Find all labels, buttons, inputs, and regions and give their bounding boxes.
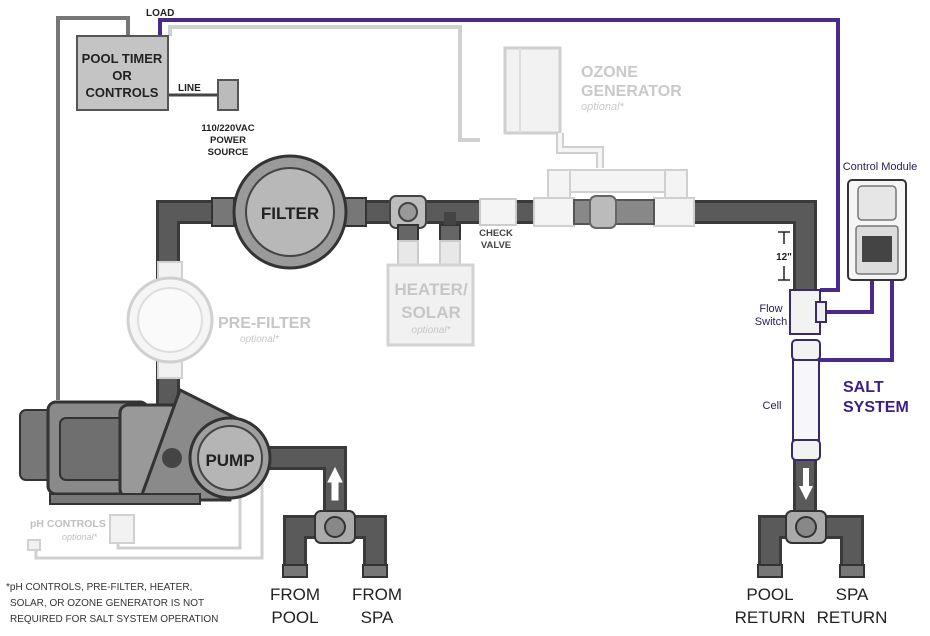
ozone-injector — [533, 195, 695, 229]
power-line-1: 110/220VAC — [201, 123, 254, 134]
from-spa-1: FROM — [352, 585, 402, 604]
distance-marker — [778, 231, 790, 281]
ozone-manifold — [547, 169, 688, 216]
line-label: LINE — [178, 83, 201, 94]
cell-label: Cell — [763, 400, 782, 412]
power-line-2: POWER — [210, 135, 246, 146]
timer-line-3: CONTROLS — [86, 85, 159, 100]
pump — [19, 387, 272, 505]
pump-label: PUMP — [205, 451, 254, 470]
pre-filter — [126, 261, 214, 379]
spa-return-1: SPA — [836, 585, 869, 604]
flow-down-arrow — [799, 468, 813, 500]
ozone-title-2: GENERATOR — [581, 83, 682, 100]
filter-label: FILTER — [261, 204, 319, 223]
ph-controls — [27, 514, 135, 551]
power-line-3: SOURCE — [208, 147, 249, 158]
return-valve — [757, 468, 865, 578]
salt-system-line-1: SALT — [843, 379, 884, 396]
cell-wire — [818, 280, 894, 362]
pool-return-1: POOL — [746, 585, 793, 604]
pump-power-wire — [56, 16, 130, 400]
control-module-label: Control Module — [843, 161, 918, 173]
footnote-line-1: *pH CONTROLS, PRE-FILTER, HEATER, — [6, 582, 192, 593]
footnote-line-3: REQUIRED FOR SALT SYSTEM OPERATION — [10, 614, 218, 625]
filter — [211, 154, 367, 270]
timer-line-2: OR — [112, 68, 132, 83]
wiring — [34, 16, 894, 560]
from-pool-1: FROM — [270, 585, 320, 604]
prefilter-note: optional* — [240, 334, 280, 345]
check-valve-line-1: CHECK — [479, 228, 513, 239]
timer-line-1: POOL TIMER — [82, 51, 163, 66]
power-source-box — [217, 79, 239, 111]
salt-power-wire — [158, 18, 840, 292]
flow-switch-label-1: Flow — [759, 303, 782, 315]
spa-return-2: RETURN — [817, 608, 888, 627]
flow-switch-wire — [822, 280, 874, 314]
ph-wire — [34, 470, 264, 560]
ozone-title-1: OZONE — [581, 64, 638, 81]
ozone-generator — [503, 46, 604, 168]
flow-up-arrow — [327, 466, 343, 501]
ph-title: pH CONTROLS — [30, 518, 106, 530]
heater-valve — [389, 195, 461, 242]
heater-title-2: SOLAR — [401, 303, 461, 322]
load-label: LOAD — [146, 8, 174, 19]
distance-label: 12" — [776, 252, 792, 263]
pool-timer: POOL TIMER OR CONTROLS — [76, 35, 169, 111]
cell — [791, 339, 821, 461]
flow-switch-label-2: Switch — [755, 316, 787, 328]
pool-return-2: RETURN — [735, 608, 806, 627]
prefilter-title: PRE-FILTER — [218, 315, 311, 332]
heater-title-1: HEATER/ — [394, 280, 468, 299]
salt-system-line-2: SYSTEM — [843, 399, 909, 416]
suction-valve — [282, 466, 388, 578]
flow-switch — [789, 289, 827, 335]
heater — [386, 240, 475, 347]
ph-note: optional* — [62, 532, 98, 542]
ozone-power-wire — [168, 25, 480, 142]
from-pool-2: POOL — [271, 608, 318, 627]
ozone-note: optional* — [581, 101, 625, 113]
check-valve-line-2: VALVE — [481, 240, 511, 251]
control-module — [847, 179, 907, 281]
from-spa-2: SPA — [361, 608, 394, 627]
footnote-line-2: SOLAR, OR OZONE GENERATOR IS NOT — [10, 598, 204, 609]
heater-note: optional* — [412, 325, 452, 336]
check-valve — [479, 198, 517, 226]
